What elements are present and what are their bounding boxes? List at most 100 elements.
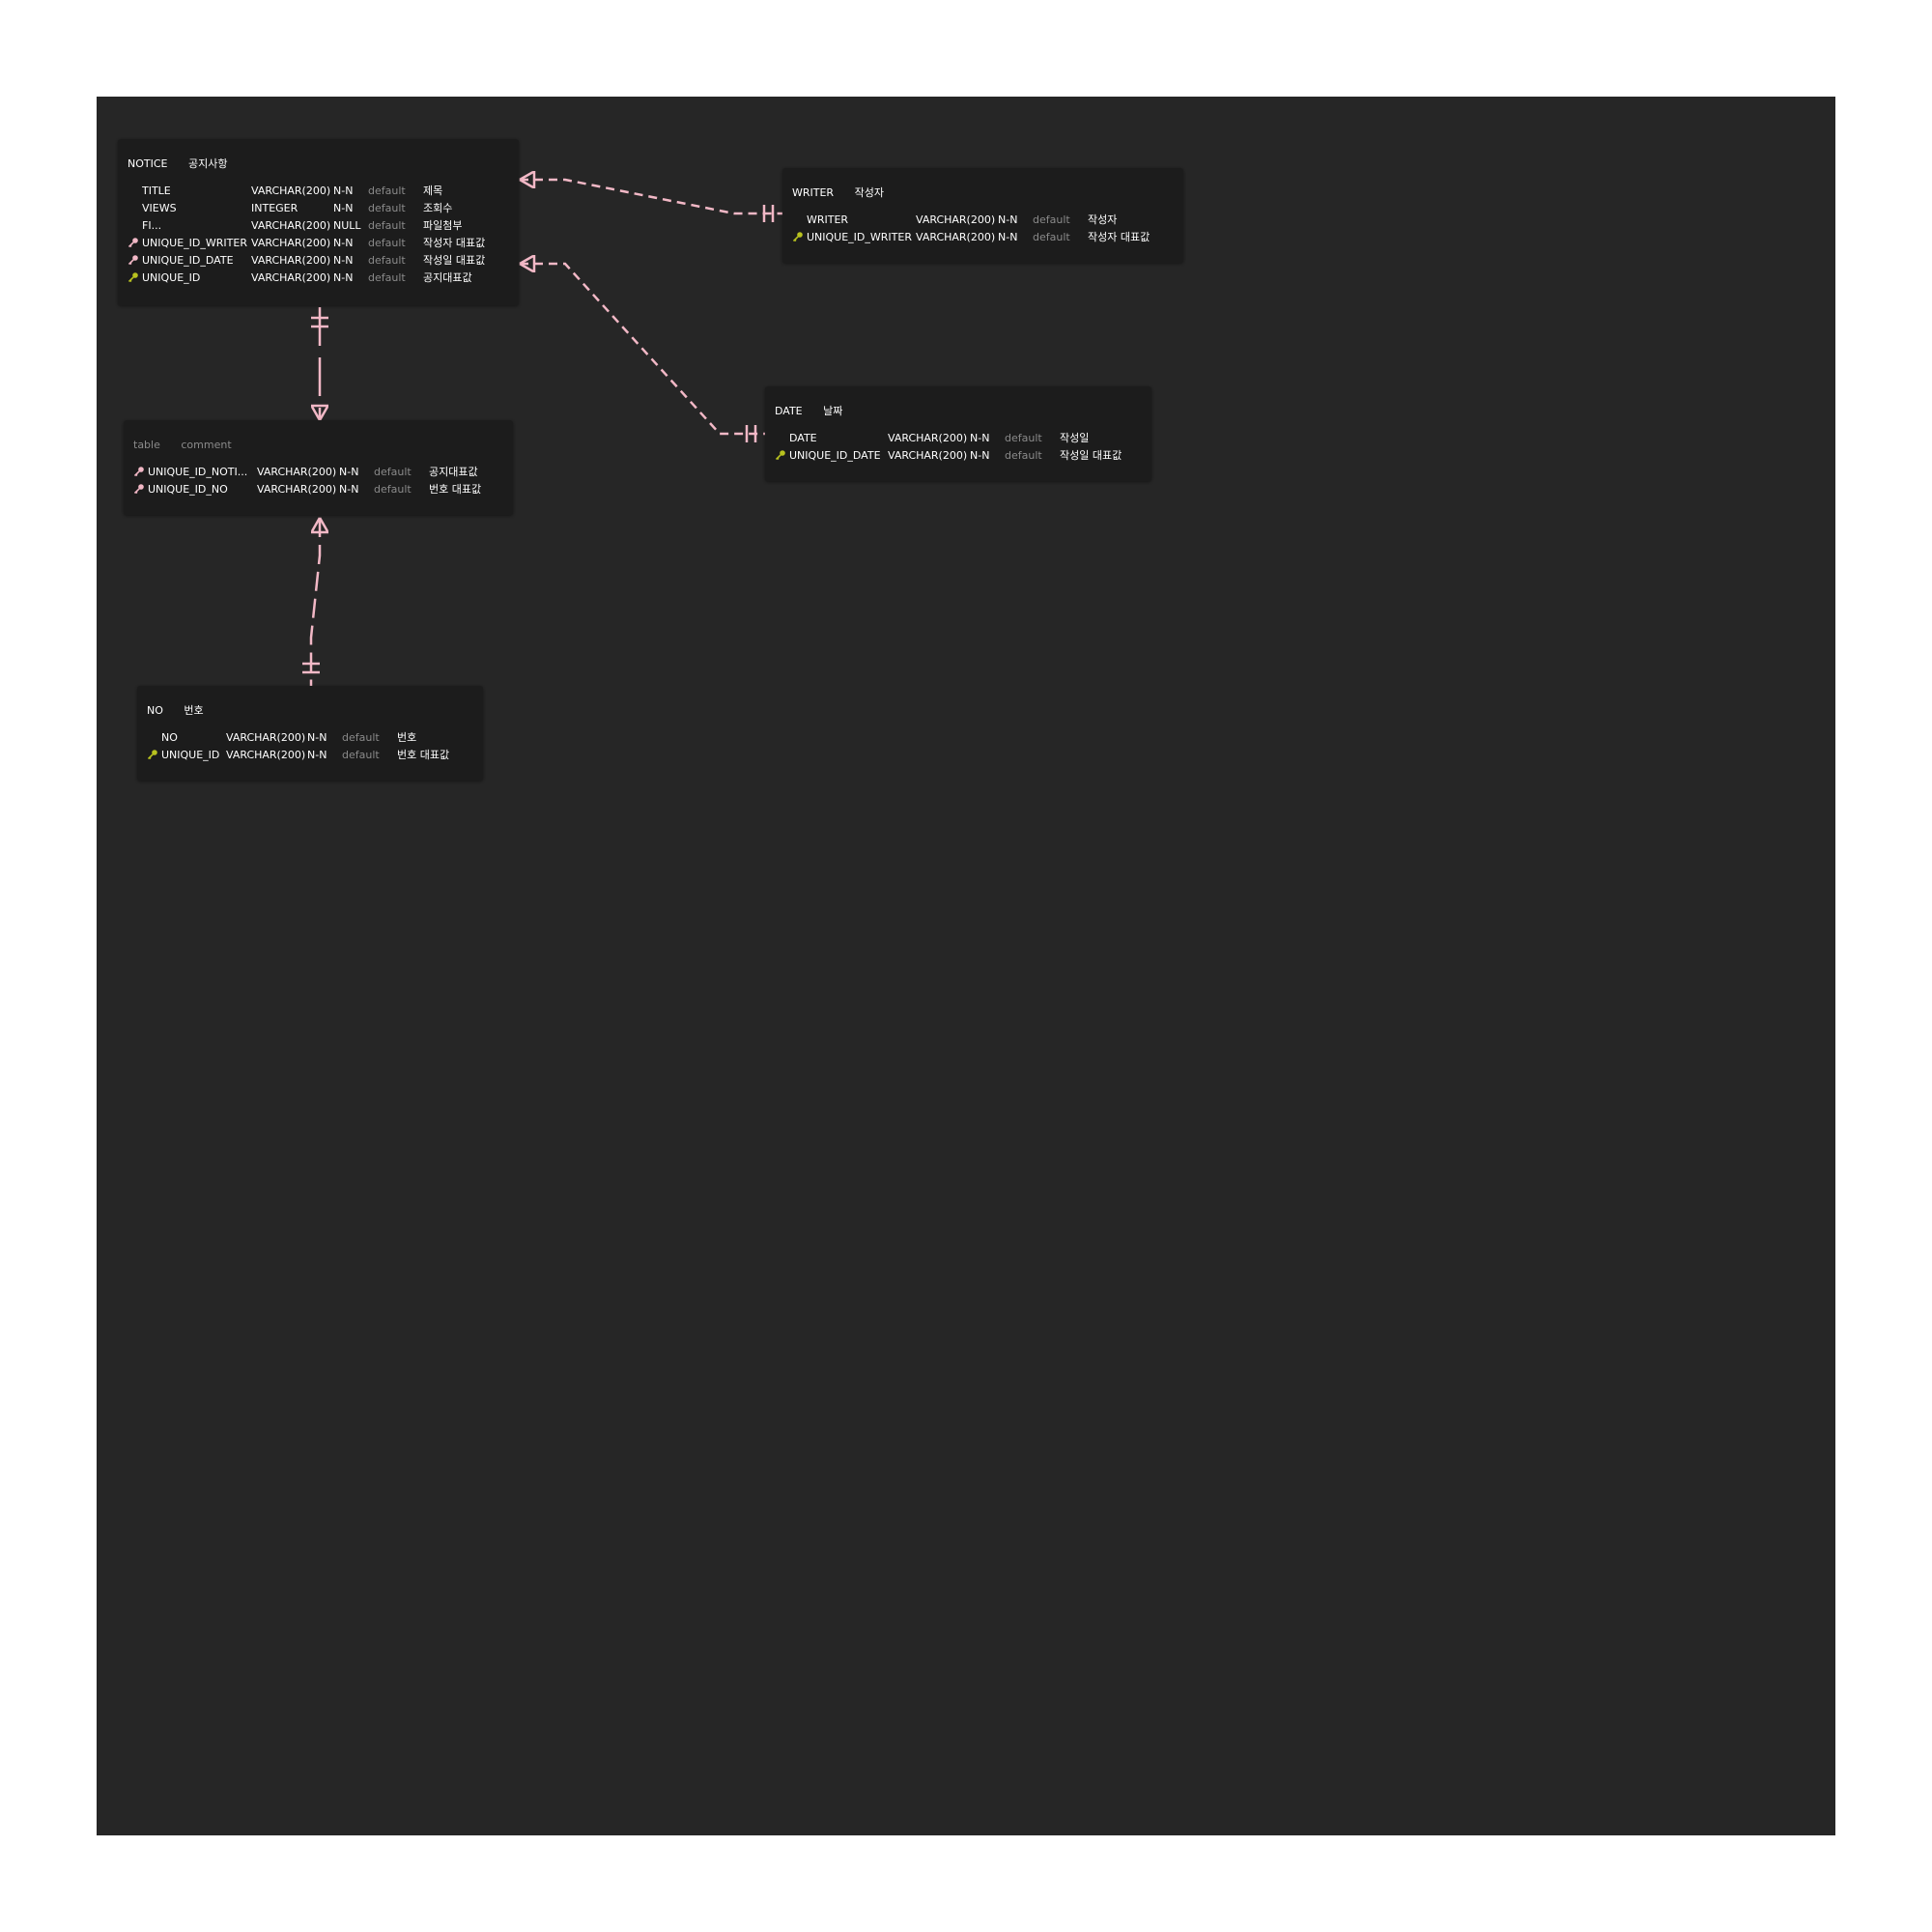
table-name[interactable]: DATE bbox=[775, 405, 803, 417]
column-name[interactable]: UNIQUE_ID_WRITER bbox=[807, 231, 912, 243]
column-name[interactable]: UNIQUE_ID bbox=[142, 271, 201, 284]
column-type[interactable]: VARCHAR(200) bbox=[251, 219, 330, 232]
column-default[interactable]: default bbox=[374, 466, 412, 478]
primary-key-icon bbox=[775, 447, 789, 465]
column-nullable[interactable]: N-N bbox=[333, 185, 354, 197]
column-comment[interactable]: 공지대표값 bbox=[423, 271, 472, 284]
column-type[interactable]: VARCHAR(200) bbox=[257, 483, 336, 496]
column-name[interactable]: UNIQUE_ID_NO bbox=[148, 483, 228, 496]
column-comment[interactable]: 작성일 bbox=[1060, 432, 1090, 444]
column-default[interactable]: default bbox=[368, 219, 406, 232]
table-no[interactable]: NO 번호 NO VARCHAR(200) N-N default 번호 UNI… bbox=[137, 686, 483, 781]
column-comment[interactable]: 파일첨부 bbox=[423, 219, 463, 232]
column-default[interactable]: default bbox=[368, 202, 406, 214]
relationship-notice-date[interactable] bbox=[519, 254, 765, 442]
column-name[interactable]: NO bbox=[161, 731, 178, 744]
column-default[interactable]: default bbox=[368, 271, 406, 284]
column-type[interactable]: VARCHAR(200) bbox=[916, 213, 995, 226]
column-default[interactable]: default bbox=[368, 254, 406, 267]
column-nullable[interactable]: N-N bbox=[333, 254, 354, 267]
primary-key-icon bbox=[128, 270, 142, 287]
erd-canvas[interactable]: NOTICE 공지사항 TITLE VARCHAR(200) N-N defau… bbox=[97, 97, 1835, 1835]
column-name[interactable]: WRITER bbox=[807, 213, 849, 226]
column-comment[interactable]: 작성자 bbox=[1088, 213, 1118, 226]
table-name[interactable]: NO bbox=[147, 704, 163, 717]
table-header: DATE 날짜 bbox=[775, 404, 860, 419]
table-comment[interactable]: 날짜 bbox=[823, 405, 843, 417]
column-name[interactable]: FI... bbox=[142, 219, 162, 232]
table-name[interactable]: WRITER bbox=[792, 186, 835, 199]
column-name[interactable]: DATE bbox=[789, 432, 817, 444]
column-type[interactable]: VARCHAR(200) bbox=[226, 731, 305, 744]
column-nullable[interactable]: N-N bbox=[970, 432, 990, 444]
column-type[interactable]: VARCHAR(200) bbox=[226, 749, 305, 761]
column-default[interactable]: default bbox=[1033, 231, 1070, 243]
column-default[interactable]: default bbox=[368, 185, 406, 197]
primary-key-icon bbox=[792, 229, 807, 246]
column-nullable[interactable]: N-N bbox=[307, 731, 327, 744]
table-unnamed[interactable]: table comment UNIQUE_ID_NOTI... VARCHAR(… bbox=[124, 420, 513, 515]
table-comment-placeholder[interactable]: comment bbox=[181, 439, 232, 451]
column-default[interactable]: default bbox=[374, 483, 412, 496]
column-nullable[interactable]: N-N bbox=[333, 237, 354, 249]
column-default[interactable]: default bbox=[1005, 432, 1042, 444]
column-name[interactable]: UNIQUE_ID_WRITER bbox=[142, 237, 247, 249]
column-type[interactable]: INTEGER bbox=[251, 202, 298, 214]
column-default[interactable]: default bbox=[342, 749, 380, 761]
foreign-key-icon bbox=[128, 235, 142, 252]
table-header: table comment bbox=[133, 438, 249, 453]
table-name-placeholder[interactable]: table bbox=[133, 439, 160, 451]
column-type[interactable]: VARCHAR(200) bbox=[251, 271, 330, 284]
column-name[interactable]: TITLE bbox=[142, 185, 171, 197]
table-comment[interactable]: 작성자 bbox=[854, 186, 884, 199]
column-comment[interactable]: 공지대표값 bbox=[429, 466, 478, 478]
column-nullable[interactable]: N-N bbox=[998, 213, 1018, 226]
column-type[interactable]: VARCHAR(200) bbox=[251, 254, 330, 267]
column-nullable[interactable]: N-N bbox=[333, 271, 354, 284]
column-comment[interactable]: 번호 bbox=[397, 731, 417, 744]
column-nullable[interactable]: N-N bbox=[307, 749, 327, 761]
table-comment[interactable]: 공지사항 bbox=[187, 157, 228, 170]
column-name[interactable]: UNIQUE_ID_DATE bbox=[142, 254, 234, 267]
column-comment[interactable]: 번호 대표값 bbox=[429, 483, 482, 496]
column-nullable[interactable]: N-N bbox=[333, 202, 354, 214]
column-comment[interactable]: 작성자 대표값 bbox=[1088, 231, 1151, 243]
column-default[interactable]: default bbox=[1033, 213, 1070, 226]
column-type[interactable]: VARCHAR(200) bbox=[251, 185, 330, 197]
column-type[interactable]: VARCHAR(200) bbox=[916, 231, 995, 243]
column-comment[interactable]: 작성일 대표값 bbox=[1060, 449, 1122, 462]
column-name[interactable]: UNIQUE_ID bbox=[161, 749, 220, 761]
column-nullable[interactable]: N-N bbox=[339, 466, 359, 478]
column-nullable[interactable]: NULL bbox=[333, 219, 361, 232]
column-type[interactable]: VARCHAR(200) bbox=[251, 237, 330, 249]
column-type[interactable]: VARCHAR(200) bbox=[257, 466, 336, 478]
column-nullable[interactable]: N-N bbox=[998, 231, 1018, 243]
column-comment[interactable]: 작성일 대표값 bbox=[423, 254, 486, 267]
column-nullable[interactable]: N-N bbox=[970, 449, 990, 462]
table-date[interactable]: DATE 날짜 DATE VARCHAR(200) N-N default 작성… bbox=[765, 386, 1151, 481]
column-name[interactable]: UNIQUE_ID_DATE bbox=[789, 449, 881, 462]
table-name[interactable]: NOTICE bbox=[128, 157, 168, 170]
table-header: WRITER 작성자 bbox=[792, 185, 901, 201]
column-nullable[interactable]: N-N bbox=[339, 483, 359, 496]
relationship-notice-comment[interactable] bbox=[310, 307, 329, 421]
column-comment[interactable]: 작성자 대표값 bbox=[423, 237, 486, 249]
column-comment[interactable]: 번호 대표값 bbox=[397, 749, 450, 761]
foreign-key-icon bbox=[128, 252, 142, 270]
column-name[interactable]: VIEWS bbox=[142, 202, 177, 214]
relationship-no-comment[interactable] bbox=[302, 517, 329, 686]
relationship-notice-writer[interactable] bbox=[519, 170, 782, 222]
column-type[interactable]: VARCHAR(200) bbox=[888, 432, 967, 444]
column-name[interactable]: UNIQUE_ID_NOTI... bbox=[148, 466, 248, 478]
table-writer[interactable]: WRITER 작성자 WRITER VARCHAR(200) N-N defau… bbox=[782, 168, 1183, 263]
primary-key-icon bbox=[147, 747, 161, 764]
column-default[interactable]: default bbox=[368, 237, 406, 249]
column-type[interactable]: VARCHAR(200) bbox=[888, 449, 967, 462]
table-notice[interactable]: NOTICE 공지사항 TITLE VARCHAR(200) N-N defau… bbox=[118, 139, 519, 305]
column-comment[interactable]: 조회수 bbox=[423, 202, 453, 214]
column-comment[interactable]: 제목 bbox=[423, 185, 443, 197]
foreign-key-icon bbox=[133, 481, 148, 498]
column-default[interactable]: default bbox=[342, 731, 380, 744]
table-comment[interactable]: 번호 bbox=[184, 704, 204, 717]
column-default[interactable]: default bbox=[1005, 449, 1042, 462]
